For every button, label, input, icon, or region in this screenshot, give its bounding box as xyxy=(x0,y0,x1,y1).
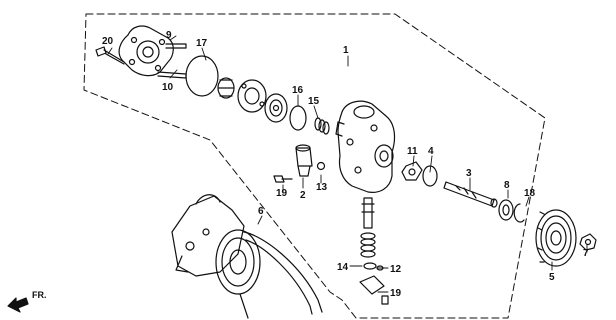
spring-small xyxy=(314,117,330,135)
installed-pump-assembly xyxy=(171,194,261,295)
snap-ring xyxy=(513,203,525,223)
callout-label: 10 xyxy=(162,82,174,93)
shaft-nut xyxy=(401,161,423,181)
sealing-washer xyxy=(316,161,326,171)
pump-cover xyxy=(118,25,174,77)
callout-label: 20 xyxy=(102,36,114,47)
cam-ring xyxy=(237,79,267,113)
callout-label: 18 xyxy=(524,188,536,199)
dowel-pins xyxy=(157,43,187,79)
callout-label: 6 xyxy=(258,206,264,217)
bearing xyxy=(498,199,514,221)
pulley-nut xyxy=(579,233,597,251)
callout-label: 1 xyxy=(343,45,349,56)
assembly-boundary xyxy=(83,13,546,319)
o-ring-large xyxy=(185,55,219,97)
bolt-upper xyxy=(273,175,293,183)
front-direction-arrow xyxy=(7,297,29,313)
callout-label: 17 xyxy=(196,38,208,49)
callout-label: 9 xyxy=(166,30,172,41)
oil-seal xyxy=(422,165,438,187)
o-ring-small xyxy=(363,262,377,270)
cover-bolt xyxy=(95,46,125,65)
callout-labels: 1 2 3 4 5 6 7 8 9 10 11 12 13 14 15 16 1… xyxy=(32,30,589,300)
pump-body xyxy=(335,100,396,193)
drive-belt xyxy=(239,231,323,319)
callout-label: 8 xyxy=(504,180,510,191)
callout-label: 19 xyxy=(276,188,288,199)
outlet-fitting xyxy=(295,144,313,177)
valve-spring xyxy=(360,232,376,258)
washer-12 xyxy=(376,265,384,271)
flow-control-valve xyxy=(361,197,375,229)
rotor xyxy=(217,77,235,99)
pulley xyxy=(535,209,577,267)
callout-label: 2 xyxy=(300,190,306,201)
o-ring-medium xyxy=(289,105,307,131)
leader-lines xyxy=(107,35,588,293)
callout-label: 13 xyxy=(316,182,328,193)
callout-label: 5 xyxy=(549,272,555,283)
callout-label: 14 xyxy=(337,262,349,273)
pump-shaft xyxy=(443,181,498,208)
callout-label: 16 xyxy=(292,85,304,96)
callout-label: 7 xyxy=(583,248,589,259)
callout-label: 12 xyxy=(390,264,402,275)
callout-label: 19 xyxy=(390,288,402,299)
callout-label: 3 xyxy=(466,168,472,179)
callout-label: 4 xyxy=(428,146,434,157)
cap-plate xyxy=(359,275,389,305)
side-plate xyxy=(264,93,288,123)
callout-label: 11 xyxy=(407,146,418,157)
direction-label: FR. xyxy=(32,290,47,300)
callout-label: 15 xyxy=(308,96,320,107)
